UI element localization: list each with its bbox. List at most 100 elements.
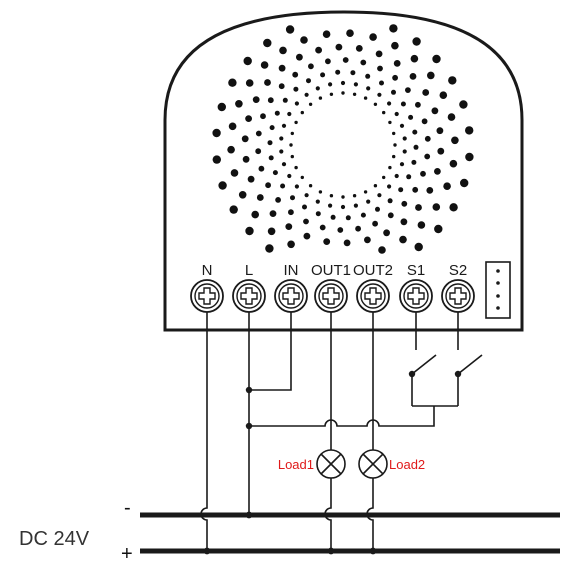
ventilation-dot bbox=[287, 111, 292, 117]
ventilation-dot bbox=[267, 97, 274, 104]
ventilation-dot bbox=[421, 118, 428, 125]
ventilation-dot bbox=[242, 155, 250, 163]
switch-s2-blade bbox=[457, 354, 483, 375]
ventilation-dot bbox=[369, 33, 377, 41]
ventilation-dot bbox=[281, 162, 287, 167]
ventilation-dot bbox=[345, 215, 351, 221]
ventilation-dot bbox=[408, 114, 414, 120]
ventilation-dot bbox=[412, 37, 421, 46]
ventilation-dot bbox=[264, 79, 271, 86]
ventilation-dot bbox=[278, 83, 285, 90]
ventilation-dot bbox=[315, 199, 320, 204]
ventilation-dot bbox=[427, 71, 435, 80]
ventilation-dot bbox=[252, 96, 260, 103]
ventilation-dot bbox=[366, 86, 371, 91]
module-housing bbox=[163, 10, 524, 332]
ventilation-dot bbox=[432, 54, 441, 64]
ventilation-dot bbox=[342, 57, 349, 63]
ventilation-dot bbox=[399, 235, 407, 244]
ventilation-dot bbox=[377, 65, 383, 72]
ventilation-dot bbox=[387, 101, 392, 106]
ventilation-dot bbox=[415, 101, 421, 108]
ventilation-dot bbox=[328, 203, 333, 208]
ventilation-dot bbox=[449, 159, 458, 168]
ventilation-dot bbox=[415, 204, 422, 211]
ventilation-dot bbox=[263, 38, 272, 48]
ventilation-dot bbox=[287, 173, 292, 179]
ventilation-dot bbox=[387, 184, 392, 189]
ventilation-dot bbox=[260, 113, 266, 120]
screw-terminal-out1-icon bbox=[314, 279, 348, 313]
ventilation-dot bbox=[382, 110, 386, 115]
ventilation-dot bbox=[352, 92, 357, 97]
ventilation-dot bbox=[308, 63, 314, 70]
terminal-label-in: IN bbox=[284, 262, 299, 279]
screw-terminal-s2-icon bbox=[441, 279, 475, 313]
ventilation-dot bbox=[258, 165, 265, 172]
ventilation-dot bbox=[290, 195, 295, 201]
ventilation-dot bbox=[387, 198, 393, 204]
ventilation-dot bbox=[296, 53, 303, 61]
ventilation-dot bbox=[322, 30, 331, 38]
ventilation-dot bbox=[278, 64, 286, 72]
ventilation-dot bbox=[269, 125, 275, 131]
ventilation-dot bbox=[383, 229, 390, 237]
ventilation-dot bbox=[251, 210, 259, 219]
ventilation-dot bbox=[340, 204, 346, 210]
ventilation-dot bbox=[272, 170, 278, 176]
ventilation-dot bbox=[406, 174, 412, 180]
ventilation-dot bbox=[424, 153, 431, 160]
terminal-label-s1: S1 bbox=[407, 262, 425, 279]
ventilation-dot bbox=[256, 194, 264, 201]
ventilation-dot bbox=[426, 187, 434, 194]
terminal-label-n: N bbox=[202, 262, 213, 279]
junction-l-in bbox=[245, 386, 253, 394]
ventilation-dot bbox=[300, 36, 308, 44]
ventilation-dot bbox=[375, 206, 380, 212]
ventilation-dot bbox=[255, 130, 262, 137]
ventilation-dot bbox=[212, 128, 221, 138]
ventilation-dot bbox=[294, 120, 298, 125]
ventilation-dot bbox=[360, 212, 366, 218]
junction-l-switch bbox=[245, 422, 253, 430]
supply-voltage-label: DC 24V bbox=[19, 528, 90, 550]
ventilation-dot bbox=[288, 209, 294, 216]
ventilation-dot bbox=[391, 89, 396, 95]
ventilation-dot bbox=[363, 190, 368, 194]
ventilation-dot bbox=[394, 111, 399, 117]
terminal-label-l: L bbox=[245, 262, 253, 279]
ventilation-dot bbox=[289, 143, 293, 147]
ventilation-dot bbox=[409, 73, 417, 80]
ventilation-dot bbox=[329, 92, 334, 97]
ventilation-dot bbox=[308, 184, 313, 188]
ventilation-dot bbox=[292, 71, 299, 78]
ventilation-dot bbox=[318, 96, 323, 100]
ventilation-dot bbox=[355, 225, 361, 232]
ventilation-dot bbox=[402, 149, 407, 154]
ventilation-dot bbox=[377, 193, 382, 198]
ventilation-dot bbox=[379, 80, 384, 86]
lamp-load1-icon bbox=[316, 449, 346, 479]
ventilation-dot bbox=[335, 69, 341, 75]
ventilation-dot bbox=[439, 91, 448, 99]
ventilation-dot bbox=[329, 194, 334, 198]
ventilation-dot bbox=[373, 184, 378, 188]
ventilation-dot bbox=[255, 148, 262, 155]
wire-s1 bbox=[411, 312, 417, 406]
ventilation-dot bbox=[377, 92, 382, 97]
wire-switch-feed bbox=[249, 406, 435, 427]
ventilation-dot bbox=[434, 224, 443, 234]
4-pin-connector-icon bbox=[485, 261, 511, 319]
ventilation-dot bbox=[294, 165, 298, 170]
ventilation-dot bbox=[230, 169, 239, 177]
ventilation-dot bbox=[285, 25, 295, 34]
ventilation-dot bbox=[247, 175, 255, 183]
ventilation-dot bbox=[218, 181, 227, 190]
ventilation-dot bbox=[228, 78, 237, 87]
ventilation-dot bbox=[413, 144, 419, 150]
ventilation-dot bbox=[340, 80, 346, 86]
ventilation-dot bbox=[437, 147, 445, 155]
ventilation-dot bbox=[306, 78, 311, 84]
ventilation-dot bbox=[382, 175, 386, 180]
ventilation-dot bbox=[448, 76, 457, 85]
